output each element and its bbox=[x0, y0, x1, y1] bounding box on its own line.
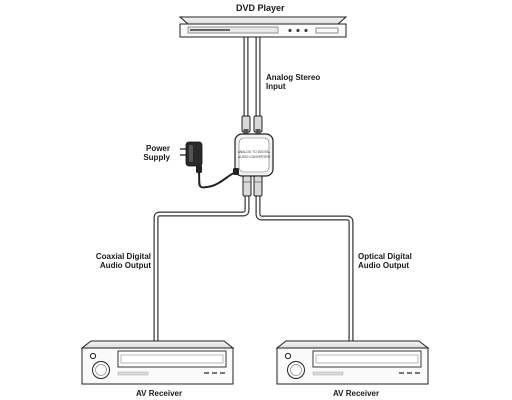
optical-digital-output-line1: Optical Digital bbox=[358, 252, 412, 261]
rca-input-plugs bbox=[241, 115, 263, 134]
converter-brand-line1: ANALOG TO DIGITAL bbox=[238, 150, 271, 154]
av-receiver-right-label-text: AV Receiver bbox=[333, 389, 380, 398]
coaxial-cable bbox=[153, 195, 250, 342]
av-receiver-left-label-text: AV Receiver bbox=[136, 389, 183, 398]
optical-digital-output-line2: Audio Output bbox=[358, 261, 410, 270]
optical-digital-output-label: Optical Digital Audio Output bbox=[358, 252, 412, 270]
dvd-player bbox=[178, 16, 348, 38]
analog-stereo-input-label: Analog Stereo Input bbox=[266, 73, 320, 91]
dvd-player-label: DVD Player bbox=[236, 4, 285, 13]
coaxial-digital-output-line2: Audio Output bbox=[99, 261, 151, 270]
optical-cable bbox=[255, 195, 354, 342]
output-plugs bbox=[242, 175, 263, 197]
power-supply-line1: Power bbox=[145, 144, 170, 153]
volume-knob-icon bbox=[92, 361, 110, 379]
power-cable bbox=[198, 171, 237, 189]
analog-stereo-input-line2: Input bbox=[266, 82, 286, 91]
av-receiver-right-label: AV Receiver bbox=[333, 389, 379, 398]
coaxial-digital-output-label: Coaxial Digital Audio Output bbox=[85, 252, 151, 270]
converter-brand-line2: AUDIO CONVERTER bbox=[238, 155, 271, 159]
coaxial-digital-output-line1: Coaxial Digital bbox=[95, 252, 151, 261]
power-button-icon bbox=[284, 352, 292, 360]
display-panel bbox=[312, 350, 422, 368]
power-supply-line2: Supply bbox=[143, 153, 170, 162]
av-receiver-right bbox=[275, 340, 430, 385]
volume-knob-icon bbox=[287, 361, 305, 379]
display-panel bbox=[117, 350, 227, 368]
power-adapter bbox=[180, 141, 239, 175]
power-supply-label: Power Supply bbox=[140, 144, 170, 162]
av-receiver-left bbox=[80, 340, 235, 385]
dvd-player-label-text: DVD Player bbox=[236, 3, 285, 13]
analog-stereo-cables bbox=[243, 37, 261, 122]
analog-stereo-input-line1: Analog Stereo bbox=[266, 73, 321, 82]
power-button-icon bbox=[89, 352, 97, 360]
audio-converter: ANALOG TO DIGITAL AUDIO CONVERTER bbox=[234, 133, 274, 177]
av-receiver-left-label: AV Receiver bbox=[136, 389, 182, 398]
